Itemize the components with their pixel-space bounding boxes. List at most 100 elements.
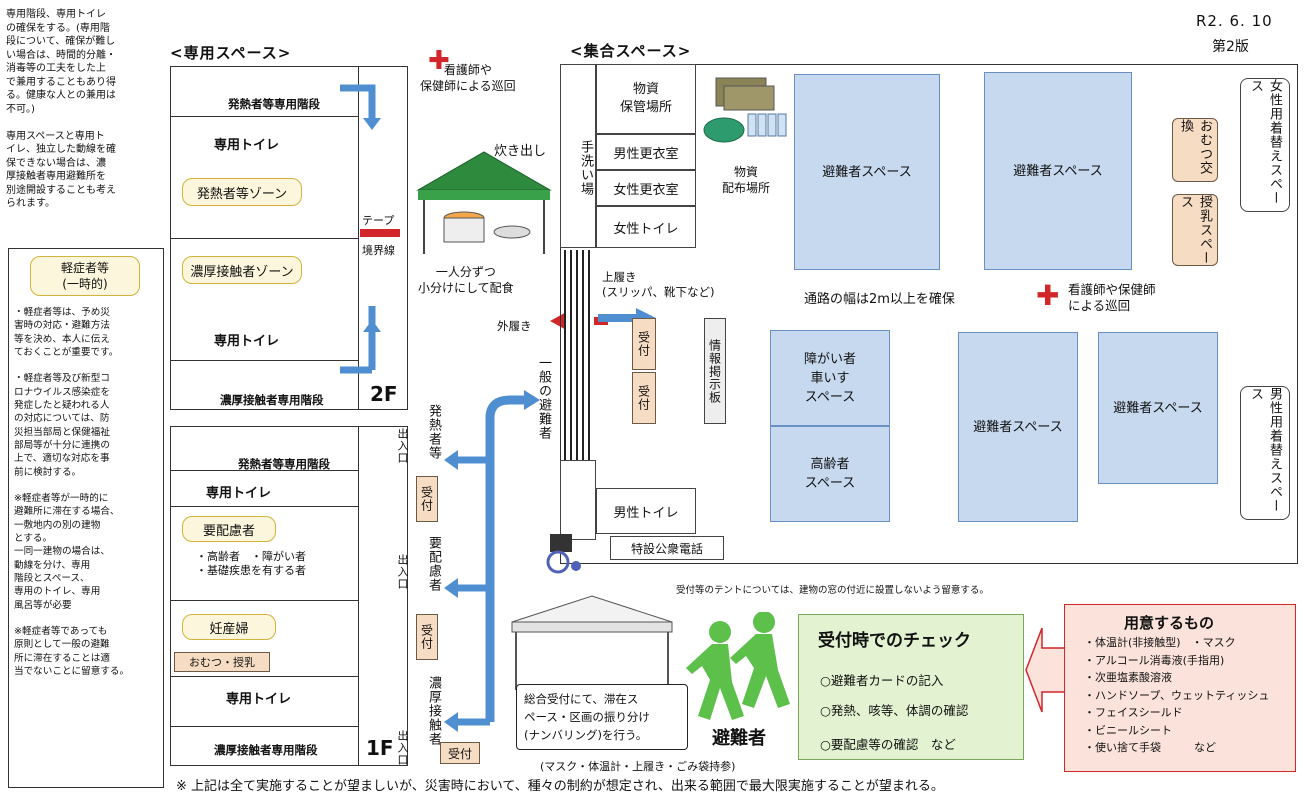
bring-items: (マスク・体温計・上履き・ごみ袋持参): [540, 760, 736, 773]
note-line: の対応については、防: [14, 413, 110, 425]
version-label: 第2版: [1212, 39, 1249, 55]
2f-label: 2F: [370, 382, 398, 406]
tape-label: テープ: [362, 214, 395, 227]
evac-space-1: 避難者スペース: [794, 74, 940, 270]
check-item-2: ○発熱、咳等、体調の確認: [820, 703, 969, 718]
note-line: 保できない場合は、濃: [6, 157, 106, 169]
left-note-top: 専用階段、専用トイレの確保をする。(専用階段について、確保が難しい場合は、時間的…: [6, 8, 166, 211]
note-line: 専用階段、専用トイレ: [6, 9, 106, 20]
note-line: ・体温計(非接触型) ・マスク: [1084, 636, 1236, 649]
supplies-icon: [703, 77, 787, 143]
reception-3: 受付: [440, 742, 480, 764]
distribution-label: 物資 配布場所: [722, 165, 771, 195]
1f-stair-fever: 発熱者等専用階段: [238, 457, 330, 471]
male-changing-room: 男性更衣室: [596, 134, 696, 170]
note-line: 等を決め、本人に伝え: [14, 333, 110, 345]
reception-tent-icon: [511, 595, 673, 690]
nurse-patrol-mid: 看護師や保健師 による巡回: [1068, 282, 1156, 313]
female-toilet: 女性トイレ: [596, 206, 696, 248]
note-line: ・次亜塩素酸溶液: [1084, 671, 1172, 684]
note-line: 害時の対応・避難方法: [14, 320, 110, 332]
2f-stair-contact: 濃厚接触者専用階段: [220, 393, 324, 407]
outer-shoes-label: 外履き: [497, 319, 532, 333]
reception-inner-1: 受付: [632, 318, 656, 370]
prepare-title: 用意するもの: [1124, 614, 1215, 632]
note-line: ておくことが重要です。: [14, 346, 119, 358]
note-line: 一敷地内の別の建物: [14, 519, 101, 531]
public-phone: 特設公衆電話: [610, 536, 724, 560]
contact-route-label: 濃厚接触者: [426, 676, 441, 746]
note-line: 動線を分け、専用: [14, 559, 91, 571]
note-line: ・ビニールシート: [1084, 723, 1172, 737]
evac-space-2: 避難者スペース: [984, 72, 1132, 270]
reception-2: 受付: [416, 614, 438, 660]
1f-toilet1: 専用トイレ: [206, 486, 272, 501]
note-line: ・軽症者等は、予め災: [14, 307, 110, 318]
note-line: 専用スペースと専用ト: [6, 130, 105, 142]
evac-space-4: 避難者スペース: [1098, 332, 1218, 484]
border-label: 境界線: [362, 244, 395, 257]
check-item-3: ○要配慮等の確認 など: [820, 737, 956, 752]
note-line: 風呂等が必要: [14, 599, 72, 611]
nurse-patrol-top: 看護師や 保健師による巡回: [420, 63, 516, 93]
note-line: 厚接触者専用避難所を: [6, 171, 106, 182]
note-line: る。健康な人との兼用は: [6, 90, 116, 101]
floor-1f: [170, 426, 408, 766]
note-line: 不可。): [6, 103, 35, 115]
note-line: 一同一建物の場合は、: [14, 546, 110, 558]
elderly-space: 高齢者 スペース: [770, 426, 890, 522]
note-line: 当でないことに留意する。: [14, 666, 130, 678]
nursing-space: 授乳スペース: [1172, 194, 1218, 266]
note-line: 上で、適切な対応を事: [14, 453, 110, 465]
corridor-note: 通路の幅は2m以上を確保: [804, 292, 955, 307]
1f-care-items: ・高齢者 ・障がい者 ・基礎疾患を有する者: [196, 550, 306, 577]
note-line: イレ、独立した動線を確: [6, 144, 116, 155]
route-arrows-dedicated: [340, 84, 381, 374]
female-changing-room: 女性更衣室: [596, 170, 696, 206]
stairs-hatch: [564, 250, 594, 460]
disabled-space: 障がい者 車いす スペース: [770, 330, 890, 426]
note-line: [14, 612, 164, 625]
1f-pregnant-zone: 妊産婦: [182, 614, 276, 640]
note-line: [14, 359, 164, 372]
evac-space-3: 避難者スペース: [958, 332, 1078, 522]
prepare-arrow: [1025, 627, 1067, 713]
note-line: ・アルコール消毒液(手指用): [1084, 653, 1225, 667]
entrance-2: 出入口: [396, 554, 409, 590]
note-line: 階段とスペース、: [14, 572, 90, 584]
note-line: 災担当部局と保健福祉: [14, 426, 110, 438]
note-line: の確保をする。(専用階: [6, 22, 110, 34]
bulletin-board: 情報掲示板: [704, 318, 726, 424]
note-line: ※軽症者等であっても: [14, 626, 108, 638]
1f-label: 1F: [366, 736, 394, 760]
note-line: [6, 116, 166, 130]
diaper-change: おむつ交換: [1172, 118, 1218, 182]
date-label: R2. 6. 10: [1196, 12, 1273, 30]
reception-inner-2: 受付: [632, 372, 656, 424]
evacuee-label: 避難者: [712, 728, 766, 749]
storage-room: 物資 保管場所: [596, 64, 696, 134]
entrance-3: 出入口: [396, 730, 409, 766]
note-line: 段について、確保が難し: [6, 36, 116, 47]
common-building: [560, 64, 1298, 564]
entrance-1: 出入口: [396, 428, 409, 464]
indoor-shoes-label: 上履き (スリッパ、靴下など): [602, 270, 715, 299]
prepare-panel: [1064, 604, 1296, 772]
main-reception-text: 総合受付にて、滞在ス ペース・区画の振り分け (ナンバリング)を行う。: [524, 692, 650, 742]
dedicated-title: <専用スペース>: [170, 44, 292, 62]
1f-diaper: おむつ・授乳: [174, 652, 270, 672]
general-evacuee-label: 一般の避難者: [536, 356, 551, 440]
handwash-area: 手洗い場: [560, 64, 596, 248]
note-line: 所に滞在することは適: [14, 652, 110, 664]
care-route-label: 要配慮者: [426, 536, 441, 592]
reception-1: 受付: [416, 476, 438, 522]
first-aid-icon-top: ✚: [428, 46, 450, 76]
note-line: 専用のトイレ、専用: [14, 586, 101, 598]
note-line: られます。: [6, 198, 55, 209]
note-line: 発症したと疑われる人: [14, 400, 110, 412]
note-line: [14, 479, 164, 492]
2f-toilet1: 専用トイレ: [214, 138, 280, 153]
first-aid-icon-mid: ✚: [1036, 279, 1060, 312]
wheelchair-icon: [546, 534, 581, 574]
cooking-label: 炊き出し: [494, 144, 547, 159]
